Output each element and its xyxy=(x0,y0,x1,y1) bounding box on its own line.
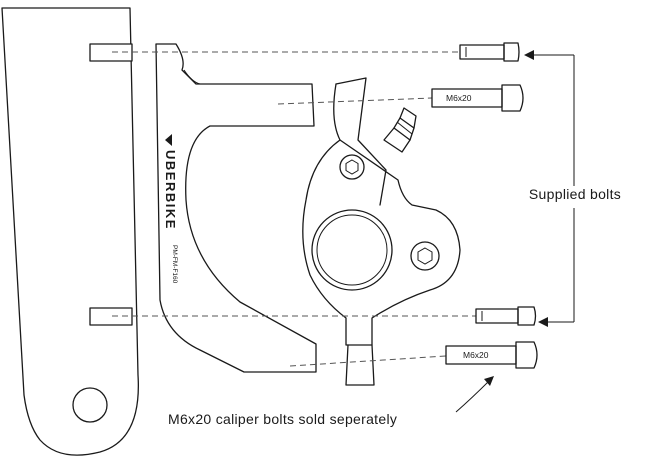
hex-socket-icon xyxy=(345,159,359,175)
alignment-lines xyxy=(112,51,476,367)
supplied-bolt-lower xyxy=(475,306,537,326)
caliper-bolt-head-upper xyxy=(339,154,365,180)
supplied-bolts-label: Supplied bolts xyxy=(528,186,622,202)
adapter-brand-label: UBERBIKE xyxy=(163,150,178,230)
caliper-bolts-note-arrow xyxy=(455,376,494,413)
arrow-icon xyxy=(484,376,494,386)
caliper-piston-bore xyxy=(311,209,393,291)
supplied-bolts-bracket xyxy=(524,50,575,327)
frame-leg xyxy=(1,7,139,456)
caliper-bolt-upper: M6x20 xyxy=(431,84,524,112)
caliper-bolt-upper-label: M6x20 xyxy=(446,93,472,103)
caliper-bolt-lower-label: M6x20 xyxy=(463,350,489,360)
frame-axle-hole xyxy=(72,387,108,423)
arrow-icon xyxy=(538,317,548,327)
caliper-bleed-nipple xyxy=(383,107,417,153)
adapter-part-number: PM-FM-F160 xyxy=(171,245,178,284)
caliper-bolts-note: M6x20 caliper bolts sold seperately xyxy=(168,411,398,427)
brand-logo-icon xyxy=(165,134,172,146)
caliper-adapter: UBERBIKE PM-FM-F160 xyxy=(155,43,317,373)
caliper-bolt-lower: M6x20 xyxy=(445,341,538,369)
supplied-bolt-upper xyxy=(459,42,520,62)
brake-caliper xyxy=(302,77,461,386)
arrow-icon xyxy=(524,50,534,60)
caliper-bolt-head-lower xyxy=(410,241,440,271)
